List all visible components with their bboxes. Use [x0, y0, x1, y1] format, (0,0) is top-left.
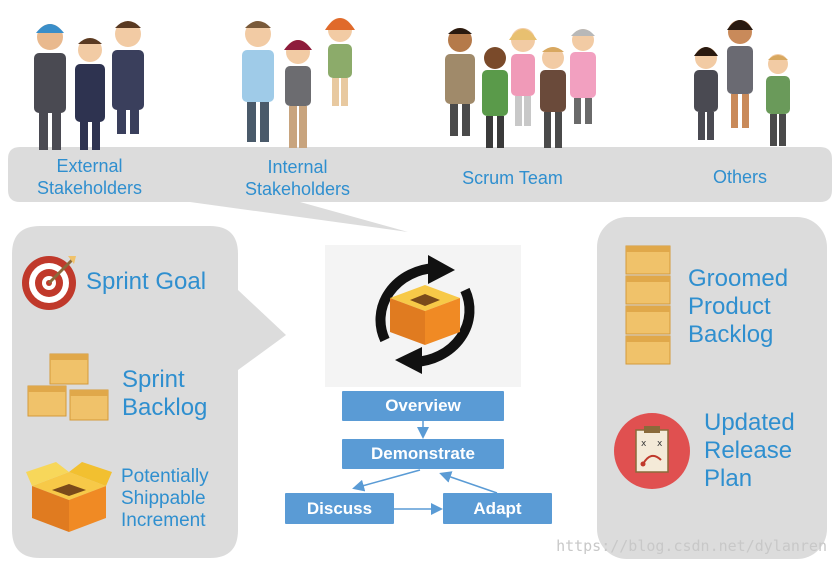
sprint-goal-label: Sprint Goal	[86, 268, 207, 295]
refresh-cycle-icon	[375, 255, 475, 374]
increment-label: Potentially Shippable Increment	[121, 466, 209, 531]
release-plan-icon: x x	[614, 413, 690, 489]
open-box-icon	[26, 462, 112, 532]
release-plan-label: Updated Release Plan	[704, 409, 795, 492]
boxes-icon	[27, 353, 109, 421]
external-stakeholders-people-icon	[34, 21, 144, 150]
others-people-icon	[694, 20, 790, 146]
demonstrate-box: Demonstrate	[342, 439, 504, 469]
category-internal-stakeholders: Internal Stakeholders	[244, 157, 351, 199]
adapt-box: Adapt	[443, 493, 552, 524]
people-illustrations	[34, 18, 790, 150]
sprint-backlog-label: Sprint Backlog	[122, 366, 208, 421]
groomed-backlog-label: Groomed Product Backlog	[688, 265, 789, 348]
target-icon	[22, 256, 76, 310]
svg-text:x: x	[657, 439, 663, 449]
category-scrum-team: Scrum Team	[462, 168, 563, 188]
svg-text:x: x	[641, 439, 647, 449]
category-external-stakeholders: External Stakeholders	[36, 156, 143, 198]
watermark: https://blog.csdn.net/dylanren	[556, 537, 827, 555]
stacked-boxes-icon	[625, 245, 671, 365]
category-others: Others	[712, 167, 768, 187]
internal-stakeholders-people-icon	[242, 18, 355, 148]
scrum-team-people-icon	[445, 28, 596, 148]
overview-box: Overview	[342, 391, 504, 421]
discuss-box: Discuss	[285, 493, 394, 524]
stakeholder-banner	[8, 147, 832, 232]
